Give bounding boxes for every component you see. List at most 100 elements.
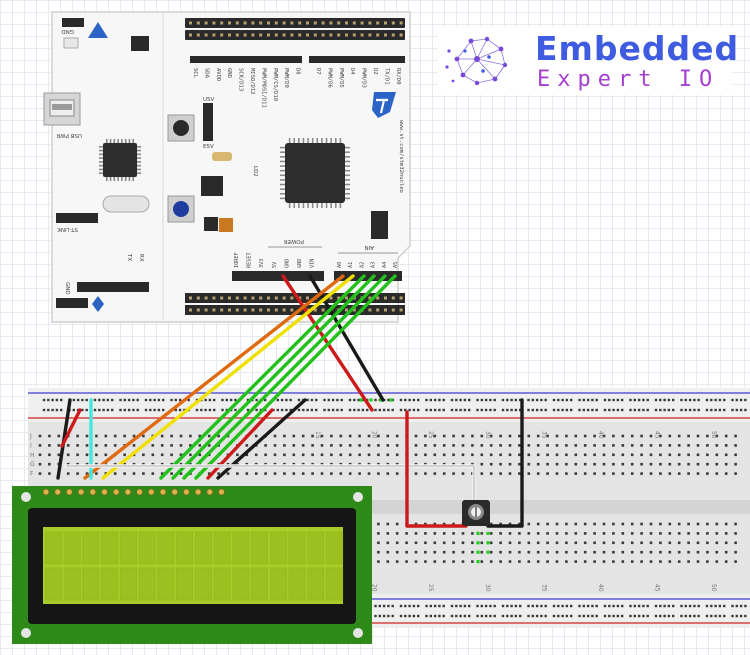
lcd-pin	[136, 488, 144, 496]
lcd-char-cell	[213, 567, 231, 601]
lcd-char-cell	[269, 531, 287, 565]
header-pin	[212, 296, 216, 300]
power-pin-label: RESET	[247, 252, 253, 268]
header-pin	[220, 33, 224, 37]
lcd-pin	[54, 488, 62, 496]
header-pin	[259, 308, 263, 312]
lcd-pin	[171, 488, 179, 496]
header-pin	[189, 21, 192, 25]
label-u5v: U5V	[203, 97, 215, 103]
power-rail-top	[28, 388, 750, 422]
lcd-pin	[182, 488, 190, 496]
stlink-header	[56, 213, 98, 223]
lcd-pin	[112, 488, 120, 496]
pin-label: PWM/CS/D10	[272, 68, 278, 101]
lcd-char-cell	[138, 567, 156, 601]
wire-d5-green	[171, 274, 376, 480]
column-number: 20	[371, 584, 378, 592]
column-number: 25	[427, 431, 434, 439]
header-pin	[212, 21, 216, 25]
label-e5v: E5V	[203, 144, 214, 150]
label-tx: TX	[126, 253, 132, 261]
header-pin	[321, 21, 325, 25]
header-pin	[376, 21, 380, 25]
header-pin	[267, 308, 270, 312]
lcd-pin	[101, 488, 108, 496]
header-pin	[352, 308, 356, 312]
top-header-row-b	[185, 30, 405, 40]
header-pin	[204, 308, 208, 312]
wire-d7-green	[194, 274, 397, 480]
lcd-char-cell	[194, 567, 212, 601]
header-pin	[345, 33, 348, 37]
lcd-char-cell	[288, 531, 306, 565]
header-pin	[274, 21, 278, 25]
analog-pin-label: A0	[337, 262, 343, 268]
header-pin	[391, 21, 395, 25]
mosfet	[201, 176, 223, 196]
header-pin	[267, 33, 270, 37]
crystal	[102, 195, 150, 213]
header-pin	[282, 308, 286, 312]
header-pin	[376, 296, 380, 300]
pin-label: SDA	[203, 68, 209, 79]
wire-d4-green	[159, 274, 366, 480]
header-pin	[290, 308, 294, 312]
header-pin	[337, 33, 341, 37]
lcd-mount-hole	[353, 628, 363, 638]
header-pin	[235, 296, 239, 300]
analog-header-title: AIN	[365, 244, 375, 250]
header-pin	[337, 21, 341, 25]
header-pin	[352, 33, 356, 37]
pin-label: MISO/D12	[249, 68, 255, 95]
neural-brain-icon	[445, 36, 508, 86]
jumper-gnd	[62, 18, 84, 27]
column-number: 45	[654, 584, 661, 592]
voltage-regulator-chip	[131, 36, 149, 51]
row-letter: G	[30, 461, 35, 468]
header-pin	[212, 33, 216, 37]
lcd-character-cells	[44, 531, 344, 601]
lcd-char-cell	[176, 567, 194, 601]
header-pin	[228, 296, 231, 300]
header-pin	[391, 308, 395, 312]
pin-label: PWM/MOSI/D11	[260, 68, 266, 108]
reset-button-small	[63, 37, 79, 49]
power-pin-label: 3V3	[259, 259, 265, 268]
header-pin	[306, 33, 309, 37]
header-pin	[345, 21, 348, 25]
header-pin	[274, 33, 278, 37]
header-pin	[243, 33, 247, 37]
arduino-header-digital-a	[190, 56, 302, 63]
header-pin	[196, 21, 200, 25]
wire-pot-vcc-red	[405, 410, 468, 528]
lcd-pin	[194, 488, 202, 496]
power-pin-label: GND	[284, 259, 290, 268]
column-number: 35	[540, 584, 547, 592]
pin-label: GND	[226, 68, 232, 78]
lcd-pin	[66, 488, 73, 496]
header-pin	[329, 296, 333, 300]
column-number: 40	[597, 431, 604, 439]
pin-label: D7	[315, 68, 321, 75]
pin-label: PWM/D5	[338, 68, 344, 88]
board-url: www.st.com/stm32nucleo	[398, 120, 404, 193]
lcd-pins	[42, 488, 225, 496]
header-pin	[274, 296, 278, 300]
power-jumper	[203, 103, 213, 141]
pin-label: D8	[295, 68, 301, 75]
lcd-pin	[42, 488, 50, 496]
header-pin	[204, 21, 208, 25]
capacitor-tantalum	[219, 218, 233, 232]
lcd-char-cell	[269, 567, 287, 601]
analog-pin-label: A3	[371, 262, 377, 268]
header-pin	[251, 21, 255, 25]
header-pin	[282, 33, 286, 37]
power-pin-label: 5V	[272, 262, 278, 268]
lcd-char-cell	[63, 531, 81, 565]
header-pin	[360, 21, 364, 25]
stm32-mcu-chip	[280, 138, 350, 208]
